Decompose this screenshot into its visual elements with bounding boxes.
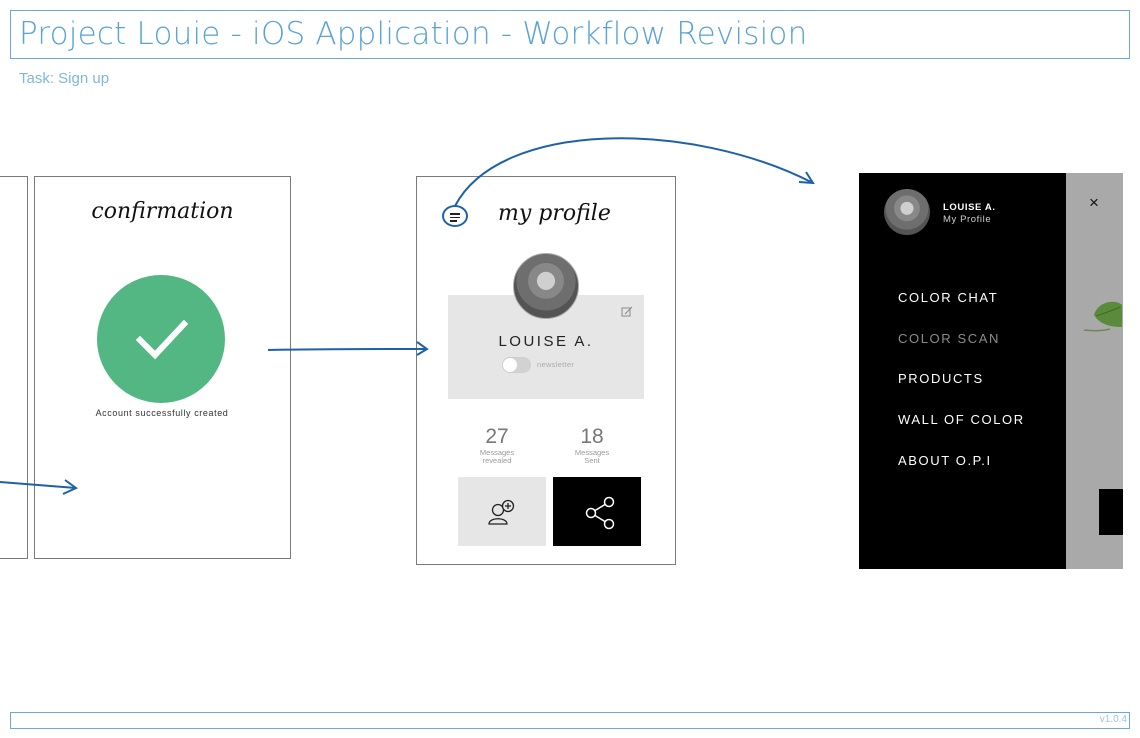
menu-user-subtitle[interactable]: My Profile	[943, 214, 992, 225]
arrow-to-profile	[267, 348, 428, 351]
title-box: Project Louie - iOS Application - Workfl…	[10, 10, 1130, 59]
confirmation-screen: confirmation Account successfully create…	[34, 176, 291, 559]
leaf-icon	[1082, 297, 1122, 337]
stat-sent-label-2: Sent	[584, 456, 600, 465]
stat-revealed: 27 Messages revealed	[465, 425, 529, 465]
menu-item-color-chat[interactable]: COLOR CHAT	[898, 290, 999, 305]
menu-item-products[interactable]: PRODUCTS	[898, 371, 984, 386]
newsletter-toggle[interactable]	[502, 357, 531, 373]
footer-box: v1.0.4	[10, 712, 1130, 729]
success-checkmark-icon	[97, 275, 225, 403]
add-contact-button[interactable]	[458, 477, 546, 546]
task-label: Task: Sign up	[19, 70, 110, 87]
arrow-to-menu	[454, 137, 814, 207]
side-menu-panel: LOUISE A. My Profile COLOR CHAT COLOR SC…	[859, 173, 1066, 569]
add-user-icon	[488, 499, 515, 525]
partial-dark-element	[1099, 489, 1123, 535]
profile-avatar	[513, 253, 579, 319]
profile-title: my profile	[498, 201, 611, 226]
edit-icon[interactable]	[621, 305, 633, 317]
toggle-knob	[503, 358, 517, 372]
share-button[interactable]	[553, 477, 641, 546]
stat-sent-label-1: Messages	[574, 448, 610, 457]
stat-revealed-label-1: Messages	[479, 448, 515, 457]
stat-revealed-label-2: revealed	[482, 456, 512, 465]
page-title: Project Louie - iOS Application - Workfl…	[19, 16, 808, 52]
menu-item-about[interactable]: ABOUT O.P.I	[898, 453, 992, 468]
arrow-to-menu-head	[798, 171, 815, 185]
stat-revealed-value: 27	[485, 425, 509, 448]
menu-item-color-scan[interactable]: COLOR SCAN	[898, 331, 1000, 346]
stat-sent: 18 Messages Sent	[560, 425, 624, 465]
menu-user-name: LOUISE A.	[943, 202, 996, 213]
profile-screen: my profile LOUISE A. newsletter 27 Messa…	[416, 176, 676, 565]
version-label: v1.0.4	[1099, 714, 1127, 725]
arrow-to-confirmation-head	[62, 479, 78, 495]
profile-name: LOUISE A.	[498, 333, 594, 350]
menu-item-wall-of-color[interactable]: WALL OF COLOR	[898, 412, 1025, 427]
previous-screen-edge	[0, 176, 28, 559]
arrow-to-confirmation	[0, 481, 77, 489]
share-icon	[585, 496, 615, 530]
newsletter-label: newsletter	[537, 360, 575, 369]
menu-avatar	[884, 189, 930, 235]
stat-sent-value: 18	[580, 425, 604, 448]
close-icon[interactable]: ×	[1089, 193, 1099, 212]
success-message: Account successfully created	[95, 408, 229, 418]
confirmation-title: confirmation	[91, 199, 234, 224]
arrow-to-profile-head	[416, 341, 429, 356]
